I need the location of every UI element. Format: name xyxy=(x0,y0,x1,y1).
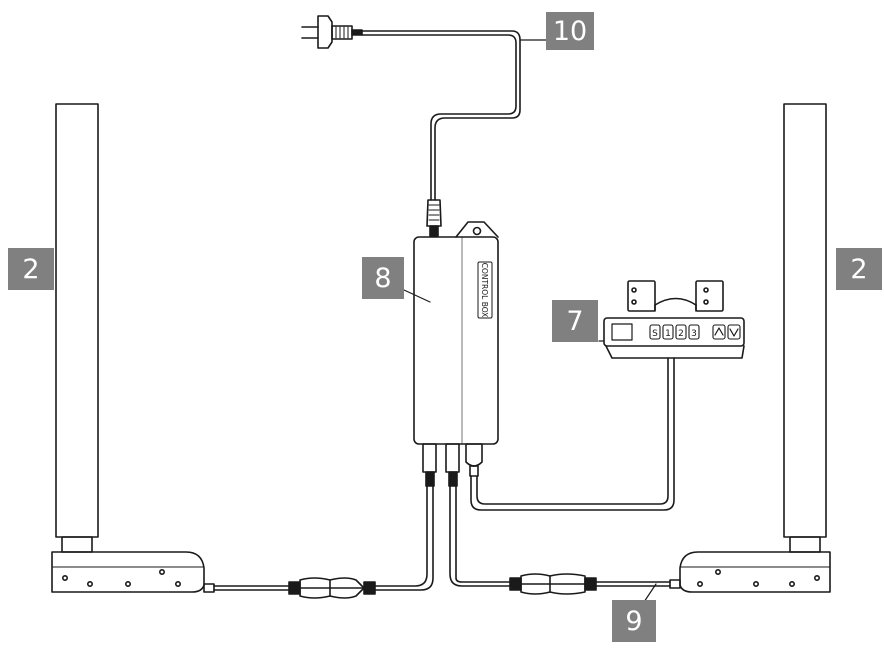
control-box-label: CONTROL BOX xyxy=(480,263,489,318)
arrow-up-icon xyxy=(714,327,724,336)
leg-right xyxy=(679,103,831,593)
power-plug xyxy=(301,15,363,49)
callout-control-box: 8 xyxy=(362,257,404,299)
callout-power-cord: 10 xyxy=(546,12,594,50)
leg-left xyxy=(51,103,205,593)
handset-button-2: 2 xyxy=(678,329,684,339)
callout-handset: 7 xyxy=(552,300,598,342)
control-box xyxy=(413,221,499,487)
leader-control-box xyxy=(403,289,431,303)
callout-leg-left: 2 xyxy=(8,248,54,290)
power-cord xyxy=(361,30,547,237)
handset-cable xyxy=(470,357,675,511)
motor-cable-right xyxy=(449,485,681,603)
handset-button-s: S xyxy=(652,329,658,339)
handset-button-1: 1 xyxy=(665,329,671,339)
callout-leg-right: 2 xyxy=(836,248,882,290)
handset-button-3: 3 xyxy=(691,329,697,339)
callout-motor-cable: 9 xyxy=(612,600,656,642)
arrow-down-icon xyxy=(729,328,739,337)
handset xyxy=(598,280,745,359)
motor-cable-left xyxy=(203,485,434,599)
handset-button-row xyxy=(649,324,741,340)
